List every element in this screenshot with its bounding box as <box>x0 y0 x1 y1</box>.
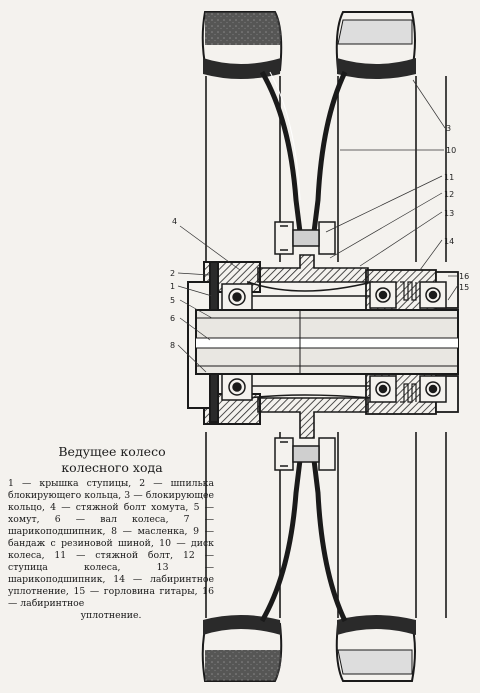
callout-labels: 3 10 11 12 13 14 16 15 4 2 1 5 6 8 <box>170 124 469 350</box>
callout-5: 5 <box>170 296 175 305</box>
wheel-disc <box>259 70 348 623</box>
tyre-top-right <box>335 11 416 79</box>
hub-bolt-top <box>274 221 336 255</box>
legend-text: 1 — крышка ступицы, 2 — шпилька блокирую… <box>8 478 214 609</box>
callout-10: 10 <box>446 146 456 155</box>
legend-last-line: уплотнение. <box>80 610 142 621</box>
tyre-bottom-left <box>201 615 283 682</box>
wheel-hub <box>247 254 373 439</box>
bearing-right-bottom <box>369 375 447 403</box>
callout-8: 8 <box>170 341 175 350</box>
bearing-right-top <box>369 281 447 309</box>
wheel-axle <box>195 309 459 375</box>
bearing-left-bottom <box>221 373 253 401</box>
caption-line-2: колесного хода <box>61 460 163 475</box>
tyre-top-left <box>201 11 283 79</box>
callout-1: 1 <box>170 282 175 291</box>
callout-13: 13 <box>444 209 454 218</box>
callout-3: 3 <box>446 124 451 133</box>
callout-14: 14 <box>444 237 454 246</box>
callout-11: 11 <box>444 173 454 182</box>
callout-12: 12 <box>444 190 454 199</box>
figure-legend: 1 — крышка ступицы, 2 — шпилька блокирую… <box>8 478 214 622</box>
caption-line-1: Ведущее колесо <box>58 444 166 459</box>
bearing-left-top <box>221 283 253 311</box>
callout-6: 6 <box>170 314 175 323</box>
labyrinth-seal <box>400 281 417 403</box>
callout-4: 4 <box>172 217 177 226</box>
callout-15: 15 <box>459 283 469 292</box>
callout-leaders <box>177 79 459 373</box>
callout-2: 2 <box>170 269 175 278</box>
tyre-bottom-right <box>335 615 416 682</box>
callout-16: 16 <box>459 272 469 281</box>
figure-caption: Ведущее колесо колесного хода <box>12 444 212 476</box>
hub-bolt-bottom <box>274 437 336 471</box>
